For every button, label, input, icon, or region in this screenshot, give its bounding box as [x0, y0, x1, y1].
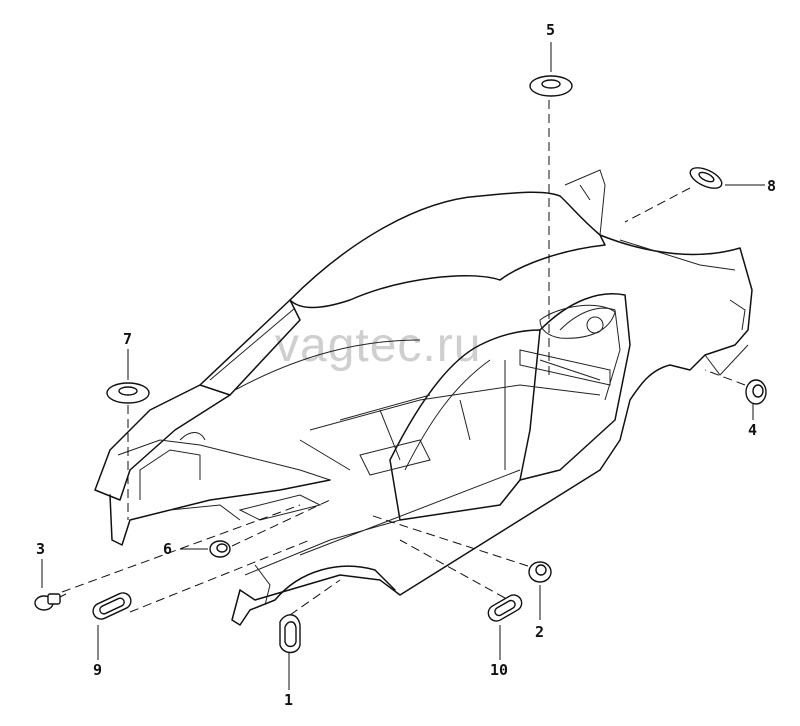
car-body-shell — [94, 169, 753, 626]
leader-lines — [41, 42, 765, 690]
part-3-clip — [34, 593, 67, 611]
callout-1: 1 — [284, 691, 294, 709]
callout-7: 7 — [123, 330, 133, 348]
callout-4: 4 — [748, 421, 758, 439]
callout-6: 6 — [163, 540, 173, 558]
part-10-grommet — [487, 594, 523, 622]
callout-10: 10 — [490, 661, 509, 679]
part-7-plug — [106, 382, 150, 404]
callout-8: 8 — [767, 177, 777, 195]
part-8-plug — [689, 167, 723, 189]
part-4-plug — [745, 379, 767, 405]
callout-5: 5 — [546, 21, 556, 39]
part-6-plug — [209, 540, 231, 558]
part-5-plug — [529, 75, 573, 97]
callout-3: 3 — [36, 540, 46, 558]
part-9-grommet — [92, 592, 132, 620]
callout-2: 2 — [535, 623, 545, 641]
callout-9: 9 — [93, 661, 103, 679]
part-1-grommet — [279, 614, 301, 654]
part-2-plug — [528, 561, 552, 583]
